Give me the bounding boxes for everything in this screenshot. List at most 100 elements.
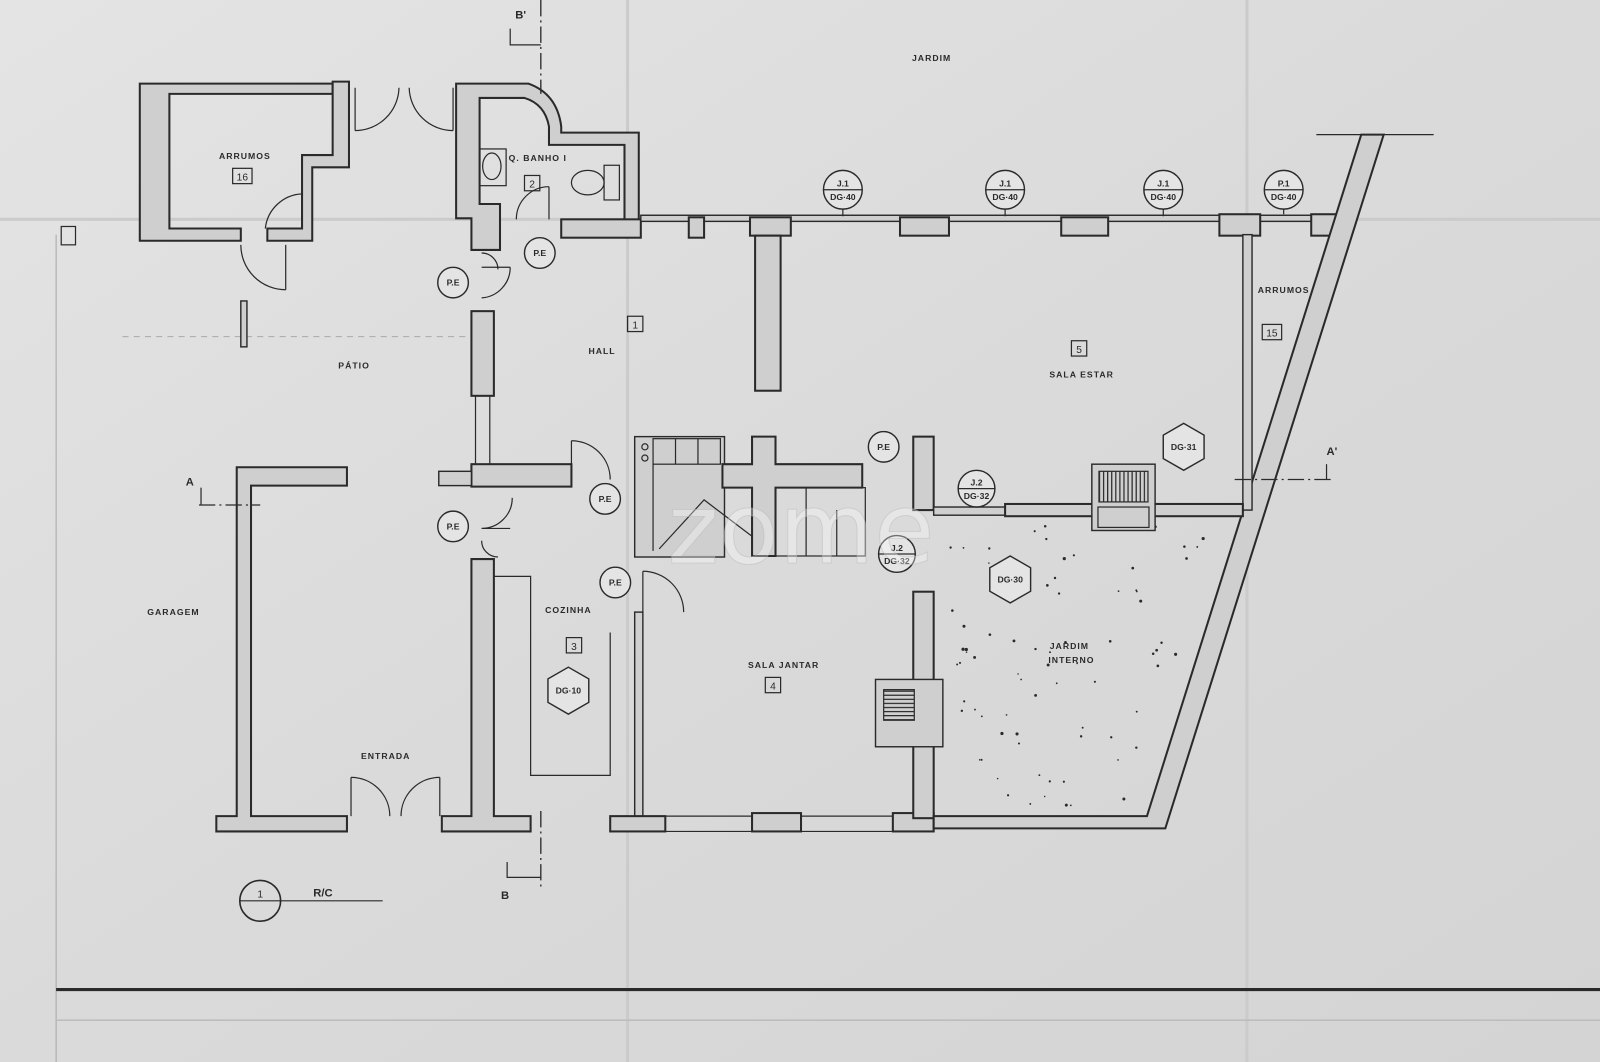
sink-icon: [482, 152, 502, 181]
speckle-dot: [1012, 639, 1016, 643]
stair-line: [658, 499, 756, 550]
room-number-4: 4: [770, 682, 776, 693]
floor-label: R/C: [313, 888, 332, 900]
inner-garden-texture: [949, 525, 1205, 807]
speckle-dot: [1139, 599, 1143, 603]
section-markers: B' B A A': [186, 0, 1338, 902]
speckle-dot: [980, 715, 983, 718]
section-label-b-top: B': [515, 9, 526, 21]
tag-top: P.1: [1278, 179, 1290, 189]
speckle-dot: [1000, 731, 1004, 736]
hex-tag-label: DG·10: [556, 686, 582, 696]
speckle-dot: [1185, 557, 1188, 560]
wall: [215, 466, 348, 833]
door-swing: [481, 252, 499, 270]
wall: [455, 82, 640, 251]
door-tag-label: P.E: [533, 248, 546, 258]
room-number-box: [626, 315, 644, 333]
room-name-living: SALA ESTAR: [1049, 369, 1114, 379]
speckle-dot: [1029, 802, 1032, 805]
speckle-dot: [1064, 803, 1068, 807]
speckle-dot: [1062, 780, 1065, 783]
window-tag: J.1 DG·40: [985, 169, 1026, 217]
diagonal-wall: [932, 133, 1386, 830]
speckle-dot: [1015, 732, 1019, 736]
hex-tag-label: DG·30: [997, 575, 1023, 585]
speckle-dot: [1081, 726, 1084, 729]
room-number-box: [764, 676, 782, 694]
speckle-dot: [962, 624, 966, 628]
speckle-dot: [1049, 651, 1051, 654]
hex-tag-shape: [989, 555, 1032, 604]
inner-garden-label-2: INTERNO: [1048, 655, 1094, 665]
speckle-dot: [1045, 537, 1048, 541]
stair-grille-hatch: [1098, 470, 1149, 503]
bathroom-walls: [455, 82, 642, 251]
speckle-dot: [962, 546, 965, 549]
tag-circle: [589, 482, 622, 515]
tag-top: J.1: [999, 179, 1011, 189]
room-number-16: 16: [237, 173, 249, 184]
speckle-dot: [1034, 693, 1038, 697]
door-tag-label: P.E: [599, 494, 612, 504]
speckle-dot: [960, 709, 964, 713]
door-tags: P.E P.E P.E P.E P.E P.E: [437, 236, 900, 599]
speckle-dot: [949, 546, 952, 549]
door-type-tag: P.1 DG·40: [1263, 169, 1304, 215]
wall: [912, 435, 935, 512]
tag-bottom: DG·40: [992, 192, 1018, 202]
hex-tag-shape: [1162, 422, 1205, 472]
stair-treads: [652, 438, 722, 465]
speckle-dot: [1076, 662, 1078, 665]
door-swing: [571, 440, 611, 480]
stair-step: [1097, 506, 1150, 529]
room-number-box: [523, 174, 541, 192]
stair-outline: [774, 487, 866, 557]
door-tag-label: P.E: [609, 578, 622, 588]
speckle-dot: [978, 759, 981, 761]
stair-grille-hatch: [883, 689, 915, 721]
speckle-dot: [988, 562, 990, 564]
speckle-dot: [1072, 554, 1075, 557]
room-number-box: [232, 167, 253, 185]
pillar: [748, 216, 792, 237]
wall: [438, 470, 473, 487]
door-tag-label: P.E: [877, 442, 890, 452]
speckle-dot: [1057, 592, 1061, 595]
speckle-dot: [1131, 566, 1135, 570]
dining-walls: [665, 590, 944, 833]
speckle-dot: [1048, 780, 1051, 783]
room-name-kitchen: COZINHA: [545, 605, 592, 615]
wall: [440, 558, 532, 833]
window-wall: [932, 506, 1006, 516]
hex-tag-label: DG·31: [1171, 442, 1197, 452]
wall: [754, 234, 782, 392]
tag-circle: [599, 566, 632, 599]
garage-label: GARAGEM: [147, 607, 199, 617]
hex-tag-shape: [547, 666, 590, 715]
speckle-dot: [1034, 647, 1037, 651]
window-tag: J.1 DG·40: [822, 169, 863, 217]
speckle-dot: [965, 651, 968, 653]
speckle-dot: [974, 708, 976, 711]
garage-walls: [215, 466, 532, 833]
room-number-1: 1: [632, 320, 638, 331]
tag-circle: [437, 510, 470, 543]
door-swing: [355, 87, 400, 132]
speckle-dot: [958, 661, 962, 664]
door-swing: [481, 540, 498, 558]
speckle-dot: [1117, 759, 1119, 761]
room-number-3: 3: [571, 642, 577, 653]
window: [751, 812, 803, 833]
speckle-dot: [1005, 714, 1008, 716]
room-number-15: 15: [1266, 329, 1278, 340]
entrance-double-door: [350, 776, 441, 817]
tag-top: J.1: [1157, 179, 1169, 189]
hex-tags: DG·30 DG·31 DG·10: [547, 422, 1205, 715]
door-tag-label: P.E: [447, 521, 460, 531]
speckle-dot: [1156, 664, 1160, 668]
speckle-dot: [1043, 525, 1047, 528]
railing-post: [641, 454, 649, 462]
room-name-storage-15: ARRUMOS: [1258, 285, 1310, 295]
speckle-dot: [964, 647, 968, 652]
